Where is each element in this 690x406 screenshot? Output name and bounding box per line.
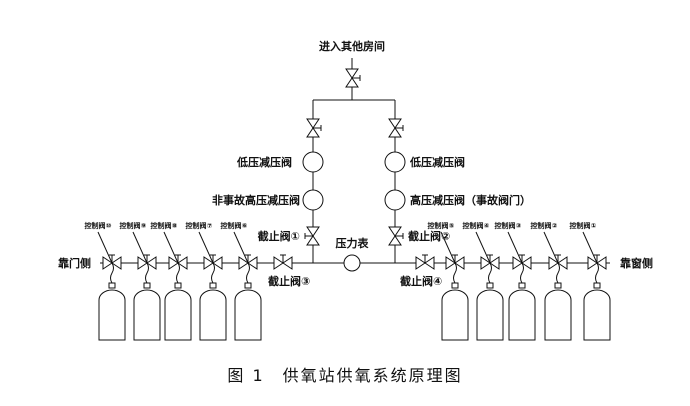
gauge-label: 压力表 [336, 236, 370, 250]
flex-hose [556, 262, 560, 284]
flex-hose [520, 262, 524, 284]
right-high-pressure-reducer [384, 189, 406, 211]
oxygen-cylinder [164, 289, 192, 341]
left-stop-label: 截止阀① [258, 229, 300, 243]
right-control-valve-label: 控制阀⑤ [428, 221, 455, 230]
oxygen-cylinder [508, 289, 536, 341]
flex-hose [145, 262, 149, 284]
right-stop-label: 截止阀② [408, 229, 450, 243]
label-leader [198, 231, 214, 264]
label-leader [97, 231, 113, 264]
label-leader [543, 231, 559, 264]
flex-hose [488, 262, 492, 284]
oxygen-cylinder [441, 289, 469, 341]
label-leader [233, 231, 249, 264]
cylinder-valve [108, 282, 116, 289]
right-low-label: 低压减压阀 [409, 155, 465, 169]
right-low-pressure-reducer [384, 151, 406, 173]
label-leader [440, 231, 456, 264]
oxygen-cylinder [544, 289, 572, 341]
left-low-label: 低压减压阀 [236, 155, 292, 169]
cylinder-valve [244, 282, 252, 289]
stop3-label: 截止阀③ [268, 274, 310, 288]
oxygen-cylinder [234, 289, 262, 341]
flex-hose [595, 262, 599, 284]
cylinder-valve [174, 282, 182, 289]
oxygen-cylinder [98, 289, 126, 341]
right-high-label: 高压减压阀（事故阀门） [410, 193, 531, 207]
door-side-label: 靠门侧 [58, 256, 91, 270]
label-leader [132, 231, 148, 264]
cylinder-valve [143, 282, 151, 289]
flex-hose [453, 262, 457, 284]
cylinder-valve [209, 282, 217, 289]
cylinder-valve [554, 282, 562, 289]
pressure-gauge [343, 254, 361, 272]
left-control-valve-label: 控制阀⑦ [186, 221, 213, 230]
right-control-valve-label: 控制阀② [531, 221, 558, 230]
label-leader [475, 231, 491, 264]
left-control-valve-label: 控制阀⑨ [120, 221, 147, 230]
cylinder-valve [593, 282, 601, 289]
flex-hose [176, 262, 180, 284]
window-side-label: 靠窗侧 [620, 256, 653, 270]
left-high-label: 非事故高压减压阀 [212, 193, 300, 207]
left-control-valve-label: 控制阀⑩ [85, 221, 112, 230]
oxygen-cylinder [133, 289, 161, 341]
label-leader [507, 231, 523, 264]
label-leader [163, 231, 179, 264]
cylinder-valve [486, 282, 494, 289]
cylinder-valve [518, 282, 526, 289]
flex-hose [110, 262, 114, 284]
left-control-valve-label: 控制阀⑧ [151, 221, 178, 230]
stop4-label: 截止阀④ [400, 274, 442, 288]
right-control-valve-label: 控制阀③ [495, 221, 522, 230]
oxygen-cylinder [476, 289, 504, 341]
label-leader [582, 231, 598, 264]
top-label: 进入其他房间 [319, 39, 385, 53]
oxygen-cylinder [199, 289, 227, 341]
cylinder-valve [451, 282, 459, 289]
flex-hose [246, 262, 250, 284]
left-high-pressure-reducer [302, 189, 324, 211]
right-control-valve-label: 控制阀④ [463, 221, 490, 230]
left-low-pressure-reducer [302, 151, 324, 173]
oxygen-cylinder [583, 289, 611, 341]
left-control-valve-label: 控制阀⑥ [221, 221, 248, 230]
flex-hose [211, 262, 215, 284]
right-control-valve-label: 控制阀① [570, 221, 597, 230]
caption: 图 1 供氧站供氧系统原理图 [227, 366, 462, 385]
